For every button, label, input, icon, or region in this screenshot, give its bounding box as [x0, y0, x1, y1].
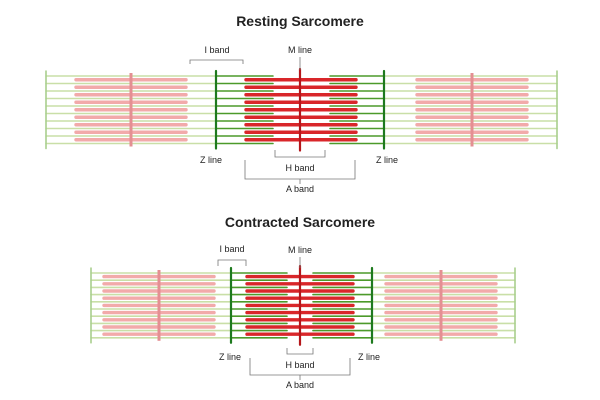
- contracted-z-line-left-label: Z line: [219, 352, 241, 362]
- resting-title: Resting Sarcomere: [236, 13, 364, 29]
- contracted-i-band-label: I band: [219, 244, 244, 254]
- m-line-faded: [157, 270, 161, 341]
- resting-h-band-bracket: [274, 150, 326, 158]
- resting-a-band-label: A band: [286, 184, 314, 194]
- contracted-m-line-label: M line: [288, 245, 312, 255]
- m-line-faded: [129, 73, 133, 147]
- m-line-faded: [470, 73, 474, 147]
- contracted-h-band-label: H band: [285, 360, 314, 370]
- resting-z-line-right-label: Z line: [376, 155, 398, 165]
- resting-sarcomere-diagram: [45, 67, 558, 152]
- m-line-faded: [439, 270, 443, 341]
- resting-i-band-label: I band: [204, 45, 229, 55]
- contracted-i-band-bracket: [217, 259, 247, 266]
- contracted-z-line-right-label: Z line: [358, 352, 380, 362]
- contracted-h-band-bracket: [286, 348, 314, 355]
- resting-h-band-label: H band: [285, 163, 314, 173]
- contracted-a-band-label: A band: [286, 380, 314, 390]
- contracted-title: Contracted Sarcomere: [225, 214, 375, 230]
- contracted-sarcomere-diagram: [90, 264, 516, 346]
- resting-z-line-left-label: Z line: [200, 155, 222, 165]
- resting-m-line-label: M line: [288, 45, 312, 55]
- resting-i-band-bracket: [189, 59, 244, 64]
